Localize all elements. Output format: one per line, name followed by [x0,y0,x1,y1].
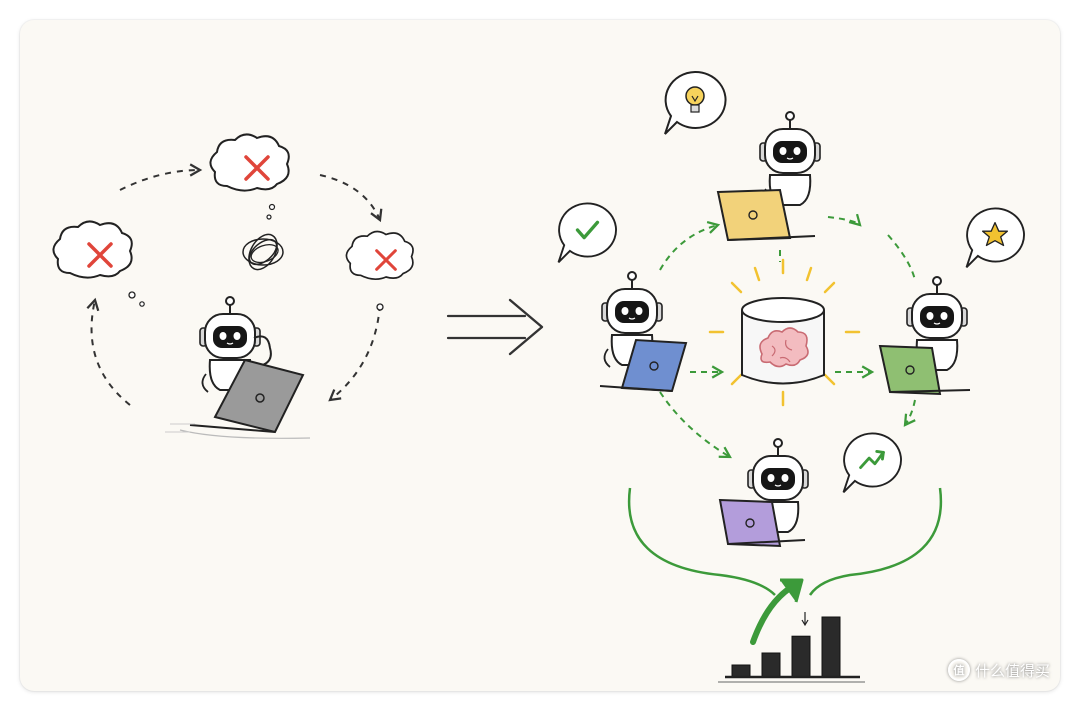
speech-bubble-lightbulb [664,70,727,135]
trending-up-icon [859,450,885,470]
left-panel [52,133,414,439]
speech-bubble-check [557,202,617,264]
right-panel [557,70,1025,683]
laptop-gray [165,358,311,439]
illustration-card: 值 什么值得买 [20,20,1060,691]
site-watermark: 值 什么值得买 [947,659,1050,681]
speech-bubble-star [965,207,1025,269]
watermark-text: 什么值得买 [974,661,1050,680]
loop-arrow-top-right [319,174,383,223]
laptop-green [878,344,971,396]
multi-agent-memory-illustration [52,70,1025,683]
shared-memory-cylinder [741,297,825,385]
loop-arrow-right-down [328,304,381,402]
loop-arrow-left-up [86,297,131,406]
error-thought-cloud [345,230,414,281]
error-thought-cloud [209,133,290,192]
confused-robot [199,296,272,393]
growth-bar [731,664,751,678]
knowledge-flow-arrows [659,213,916,459]
glow-rays [708,258,861,407]
checkmark-icon [575,220,600,240]
star-icon [981,221,1009,247]
brain-icon [759,327,809,368]
transition-double-arrow [446,298,544,356]
laptop-blue [599,338,688,393]
growth-bar-chart [718,578,865,683]
laptop-purple [718,498,806,548]
error-thought-cloud [52,220,133,279]
loop-arrow-top-left [119,163,203,191]
tangled-thoughts-icon [242,233,284,271]
speech-bubble-trend [842,432,902,494]
zhi-badge-icon: 值 [947,659,970,681]
growth-bar [821,616,841,678]
convergence-curve-right [808,487,943,596]
growth-bar [761,652,781,678]
growth-bar [791,635,811,678]
laptop-yellow [716,188,816,242]
lightbulb-icon [685,86,705,113]
convergence-curve-left [627,487,776,596]
